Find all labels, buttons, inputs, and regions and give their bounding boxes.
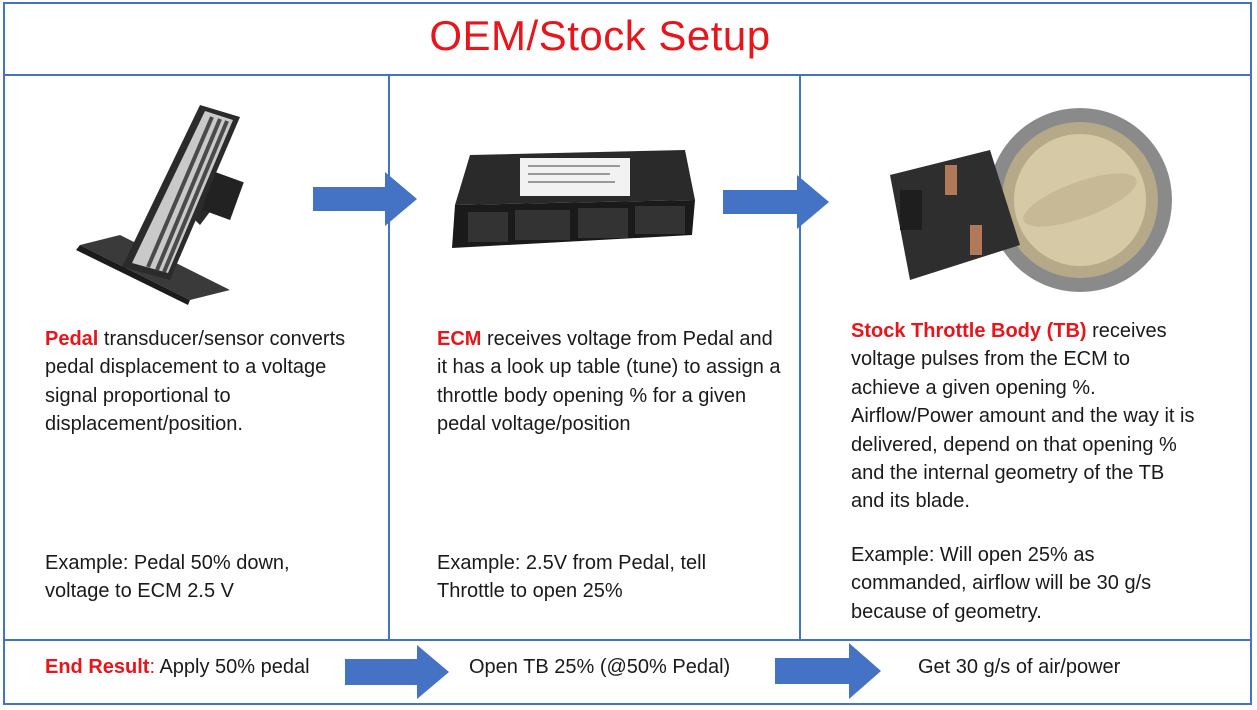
column-divider-1	[388, 74, 390, 640]
pedal-text: transducer/sensor converts pedal displac…	[45, 328, 346, 436]
arrow-right-icon	[723, 175, 829, 229]
ecm-module-photo	[452, 150, 695, 248]
arrow-right-icon	[345, 645, 449, 699]
end-result-step1-text: Apply 50% pedal	[155, 656, 310, 678]
ecm-example: Example: 2.5V from Pedal, tell Throttle …	[437, 552, 707, 603]
pedal-highlight: Pedal	[45, 328, 99, 350]
arrow-right-icon	[775, 643, 881, 699]
throttle-example: Example: Will open 25% as commanded, air…	[851, 544, 1152, 623]
ecm-description: ECM receives voltage from Pedal and it h…	[437, 325, 782, 439]
column-divider-2	[799, 74, 801, 640]
end-result-step2: Open TB 25% (@50% Pedal)	[469, 656, 731, 678]
result-divider	[3, 639, 1252, 641]
throttle-highlight: Stock Throttle Body (TB)	[851, 320, 1087, 342]
ecm-highlight: ECM	[437, 328, 482, 350]
page-title: OEM/Stock Setup	[429, 12, 771, 59]
pedal-example: Example: Pedal 50% down, voltage to ECM …	[45, 552, 290, 603]
pedal-description: Pedal transducer/sensor converts pedal d…	[45, 325, 375, 439]
end-result-step3: Get 30 g/s of air/power	[918, 656, 1121, 678]
throttle-text: receives voltage pulses from the ECM to …	[851, 320, 1195, 513]
title-divider	[3, 74, 1252, 76]
diagram-frame	[3, 2, 1252, 705]
arrow-right-icon	[313, 172, 417, 226]
throttle-description: Stock Throttle Body (TB) receives voltag…	[851, 317, 1196, 516]
ecm-text: receives voltage from Pedal and it has a…	[437, 328, 781, 436]
end-result-label: End Result	[45, 656, 150, 678]
accelerator-pedal-photo	[76, 105, 244, 305]
throttle-body-photo	[890, 108, 1172, 292]
end-result-step1: End Result: Apply 50% pedal	[45, 656, 310, 679]
end-result-colon: :	[149, 656, 156, 678]
